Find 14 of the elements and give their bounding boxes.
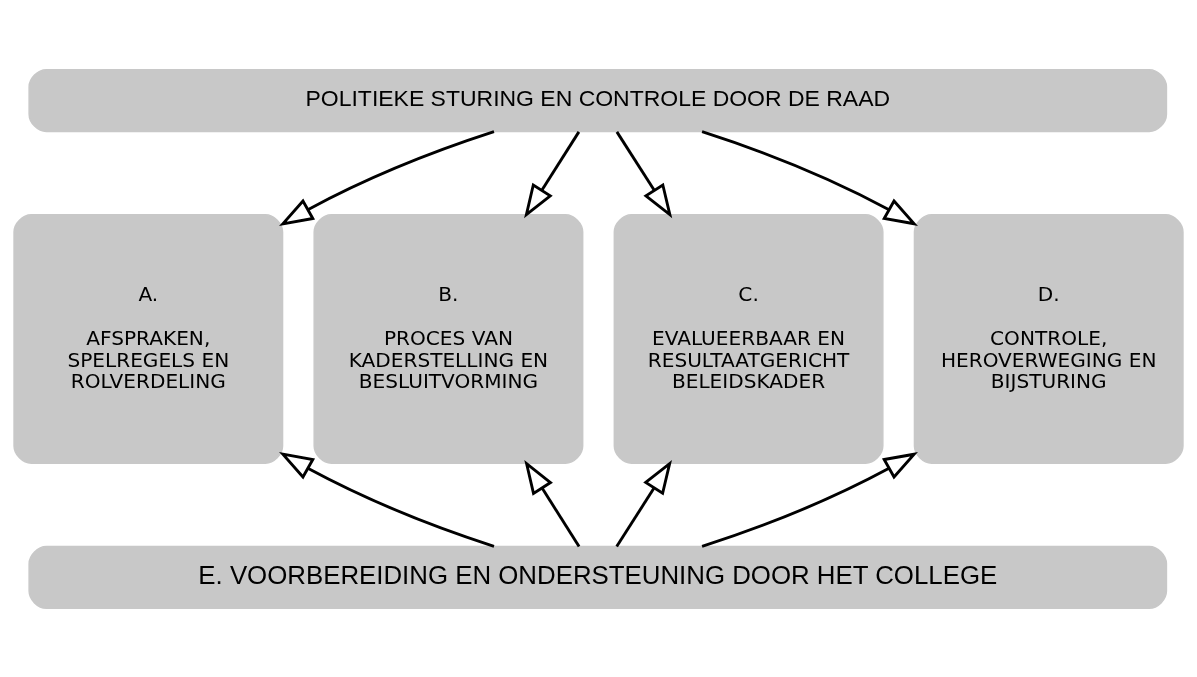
- node-box: B. PROCES VAN KADERSTELLING EN BESLUITVORMING: [313, 213, 584, 464]
- node-box: POLITIEKE STURING EN CONTROLE DOOR DE RAAD: [28, 68, 1168, 132]
- node-box: A. AFSPRAKEN, SPELREGELS EN ROLVERDELING: [13, 213, 284, 464]
- arrow: [279, 129, 495, 226]
- node-box: D. CONTROLE, HEROVERWEGING EN BIJSTURING: [913, 213, 1184, 464]
- node-box: C. EVALUEERBAAR EN RESULTAATGERICHT BELEIDSKADER: [613, 213, 884, 464]
- arrow: [615, 459, 672, 547]
- node-box: E. VOORBEREIDING EN ONDERSTEUNING DOOR HET COLLEGE: [28, 545, 1168, 609]
- arrow: [701, 451, 918, 548]
- arrow: [701, 129, 918, 226]
- arrow: [524, 459, 581, 547]
- arrow: [279, 451, 495, 548]
- arrow: [524, 130, 581, 218]
- arrow: [615, 130, 673, 218]
